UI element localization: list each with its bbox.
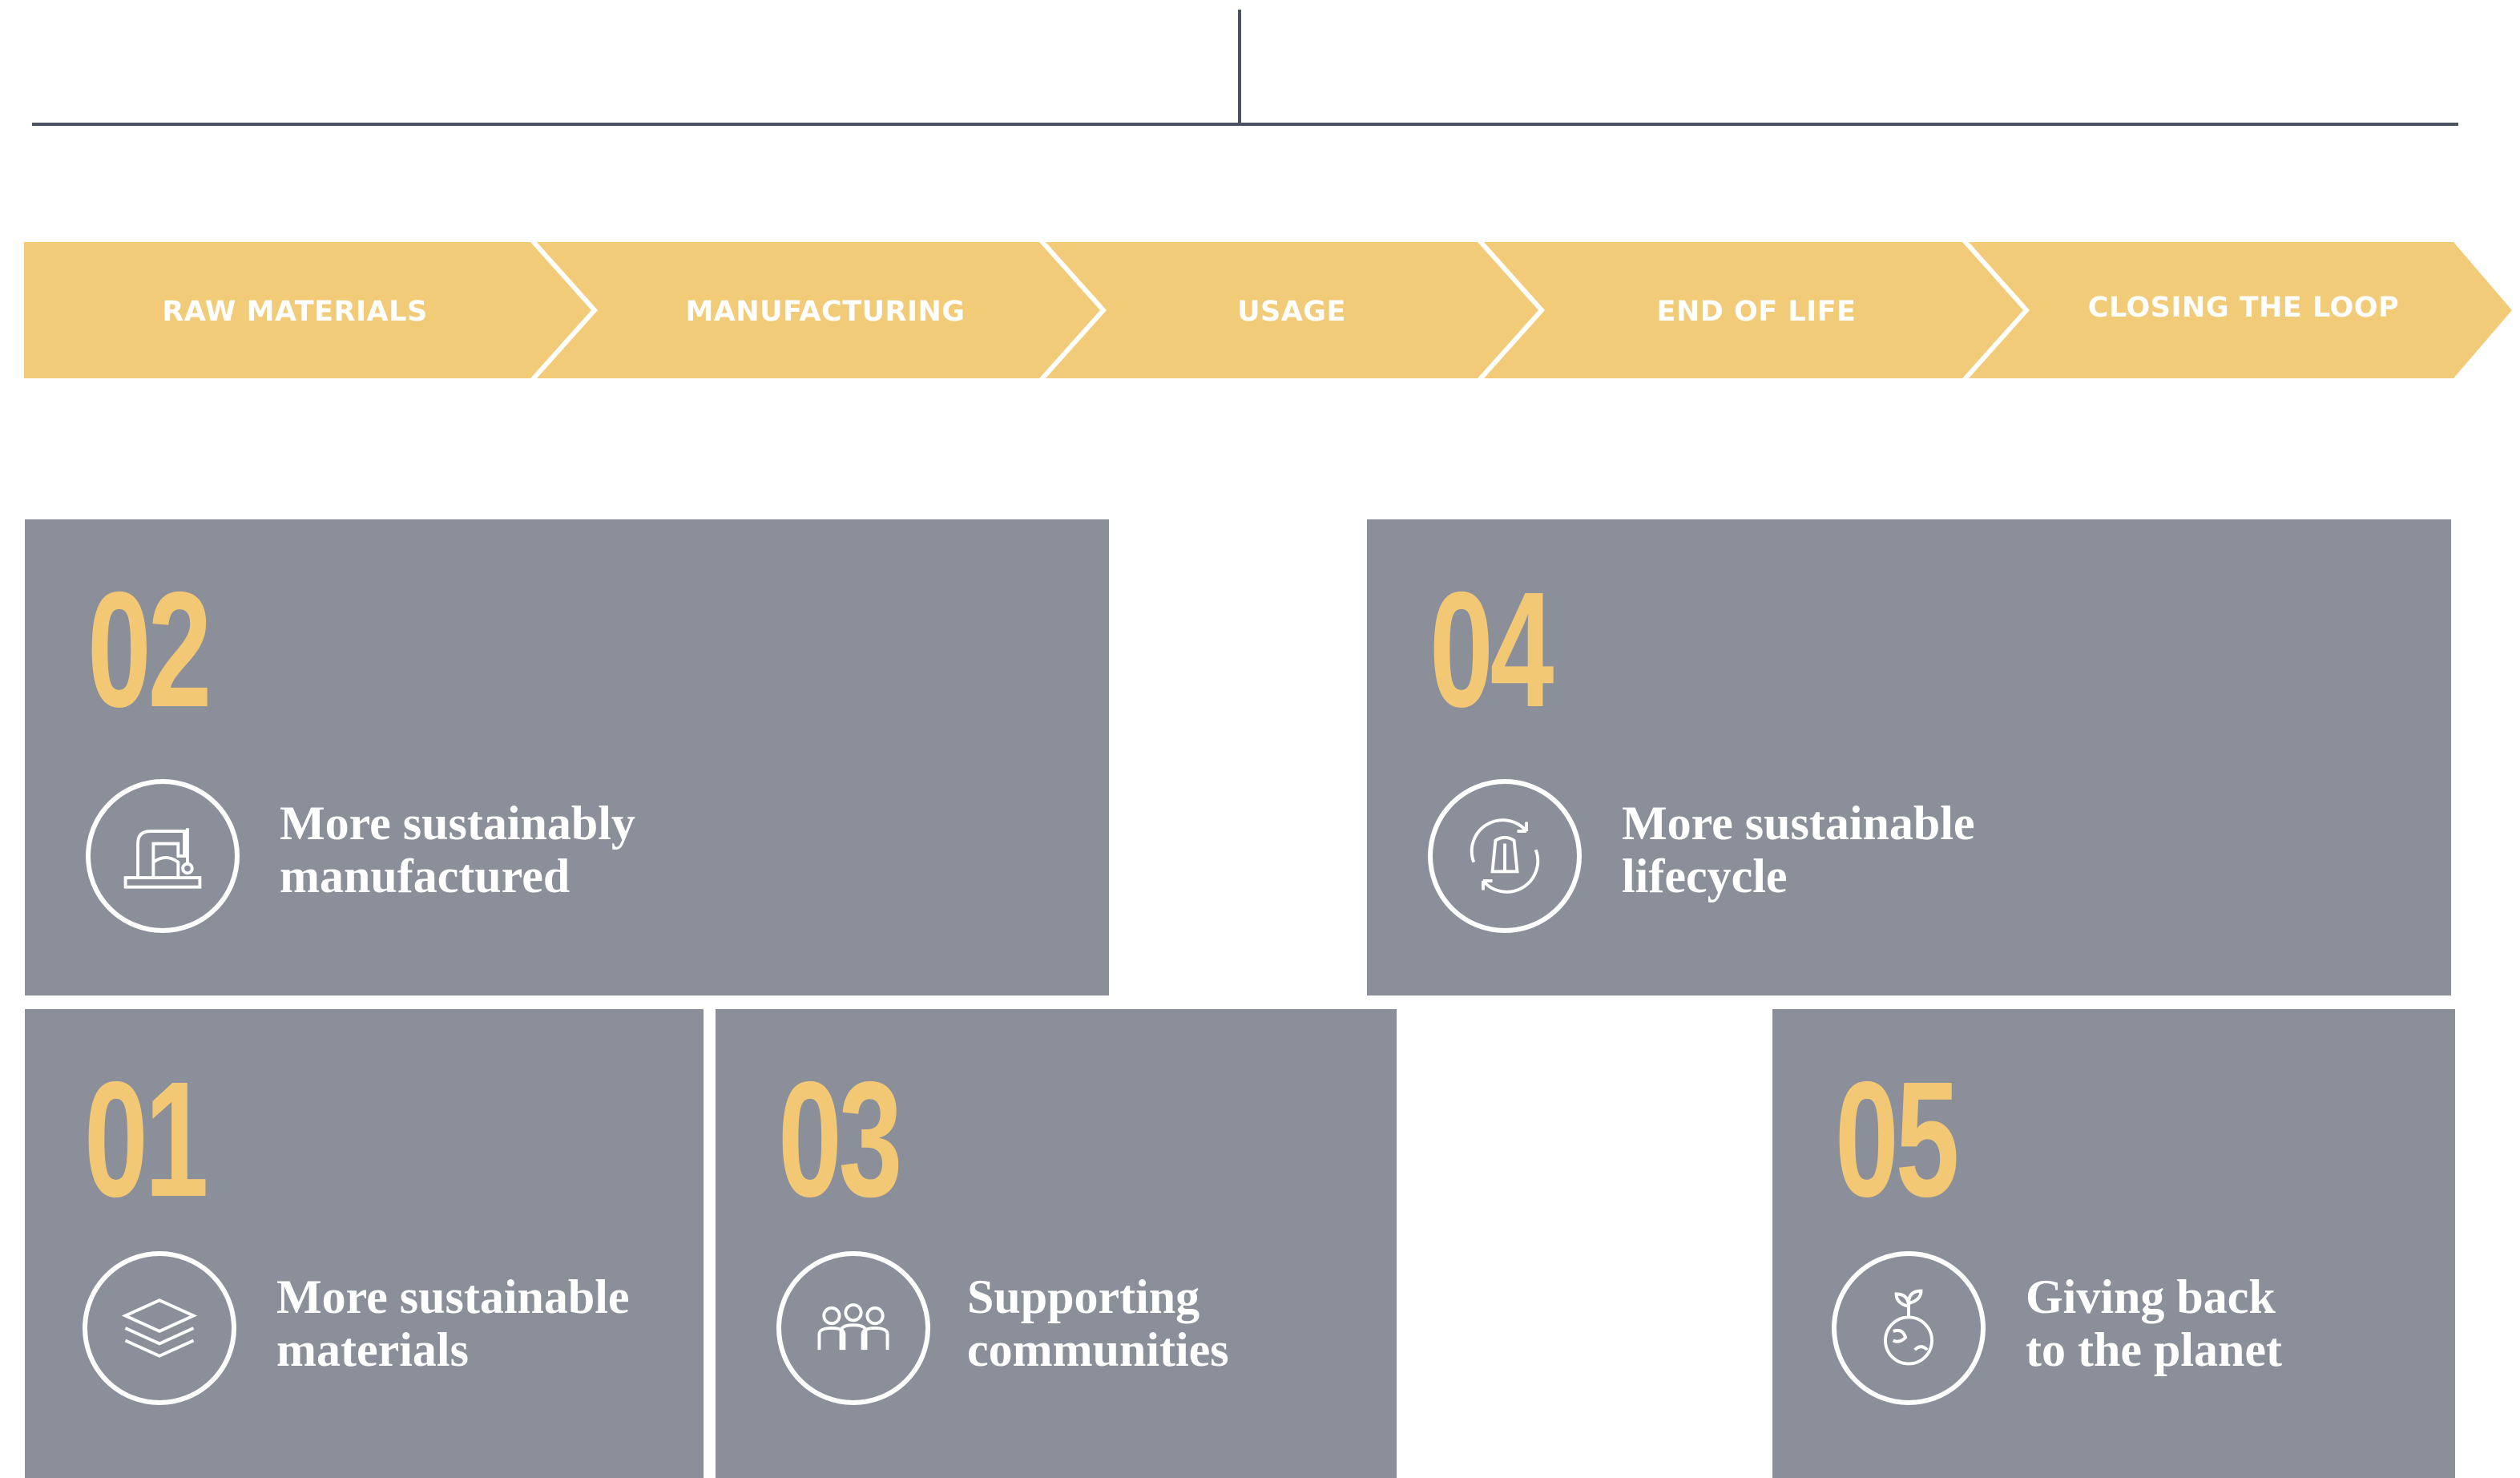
pillar-card-02: 02 More sustainably manufactured xyxy=(25,519,1109,995)
pillar-card-04: 04 More sustainable lifecycle xyxy=(1367,519,2451,995)
stage-manufacturing xyxy=(537,242,1100,378)
pillar-number: 02 xyxy=(87,558,212,741)
pillar-number: 05 xyxy=(1835,1048,1959,1231)
pillar-number: 01 xyxy=(84,1048,208,1231)
pillar-label: More sustainable materials xyxy=(276,1270,630,1376)
pillar-card-03: 03 Supporting communities xyxy=(716,1009,1397,1478)
pillar-card-01: 01 More sustainable materials xyxy=(25,1009,704,1478)
fabric-layers-icon xyxy=(83,1251,236,1405)
stage-raw-materials xyxy=(24,242,591,378)
top-horizontal-line xyxy=(32,123,2458,126)
sewing-machine-icon xyxy=(86,779,240,933)
recycle-jacket-icon xyxy=(1428,779,1582,933)
pillar-label: Supporting communities xyxy=(967,1270,1229,1376)
pillar-label: More sustainable lifecycle xyxy=(1622,797,1975,903)
pillar-label: More sustainably manufactured xyxy=(280,797,635,903)
top-vertical-line xyxy=(1238,10,1241,124)
pillar-number: 04 xyxy=(1429,558,1554,741)
stage-closing-the-loop xyxy=(1969,242,2512,378)
globe-sprout-icon xyxy=(1832,1251,1986,1405)
stage-end-of-life xyxy=(1484,242,2023,378)
pillar-card-05: 05 Giving back to the planet xyxy=(1772,1009,2455,1478)
stage-label: CLOSING THE LOOP xyxy=(2088,292,2399,324)
pillar-number: 03 xyxy=(778,1048,902,1231)
pillar-label: Giving back to the planet xyxy=(2026,1270,2282,1376)
stage-label: MANUFACTURING xyxy=(685,296,965,328)
stage-label: END OF LIFE xyxy=(1657,296,1857,328)
stage-usage xyxy=(1046,242,1538,378)
stage-label: USAGE xyxy=(1237,296,1346,328)
people-icon xyxy=(776,1251,930,1405)
stage-label: RAW MATERIALS xyxy=(162,296,427,328)
